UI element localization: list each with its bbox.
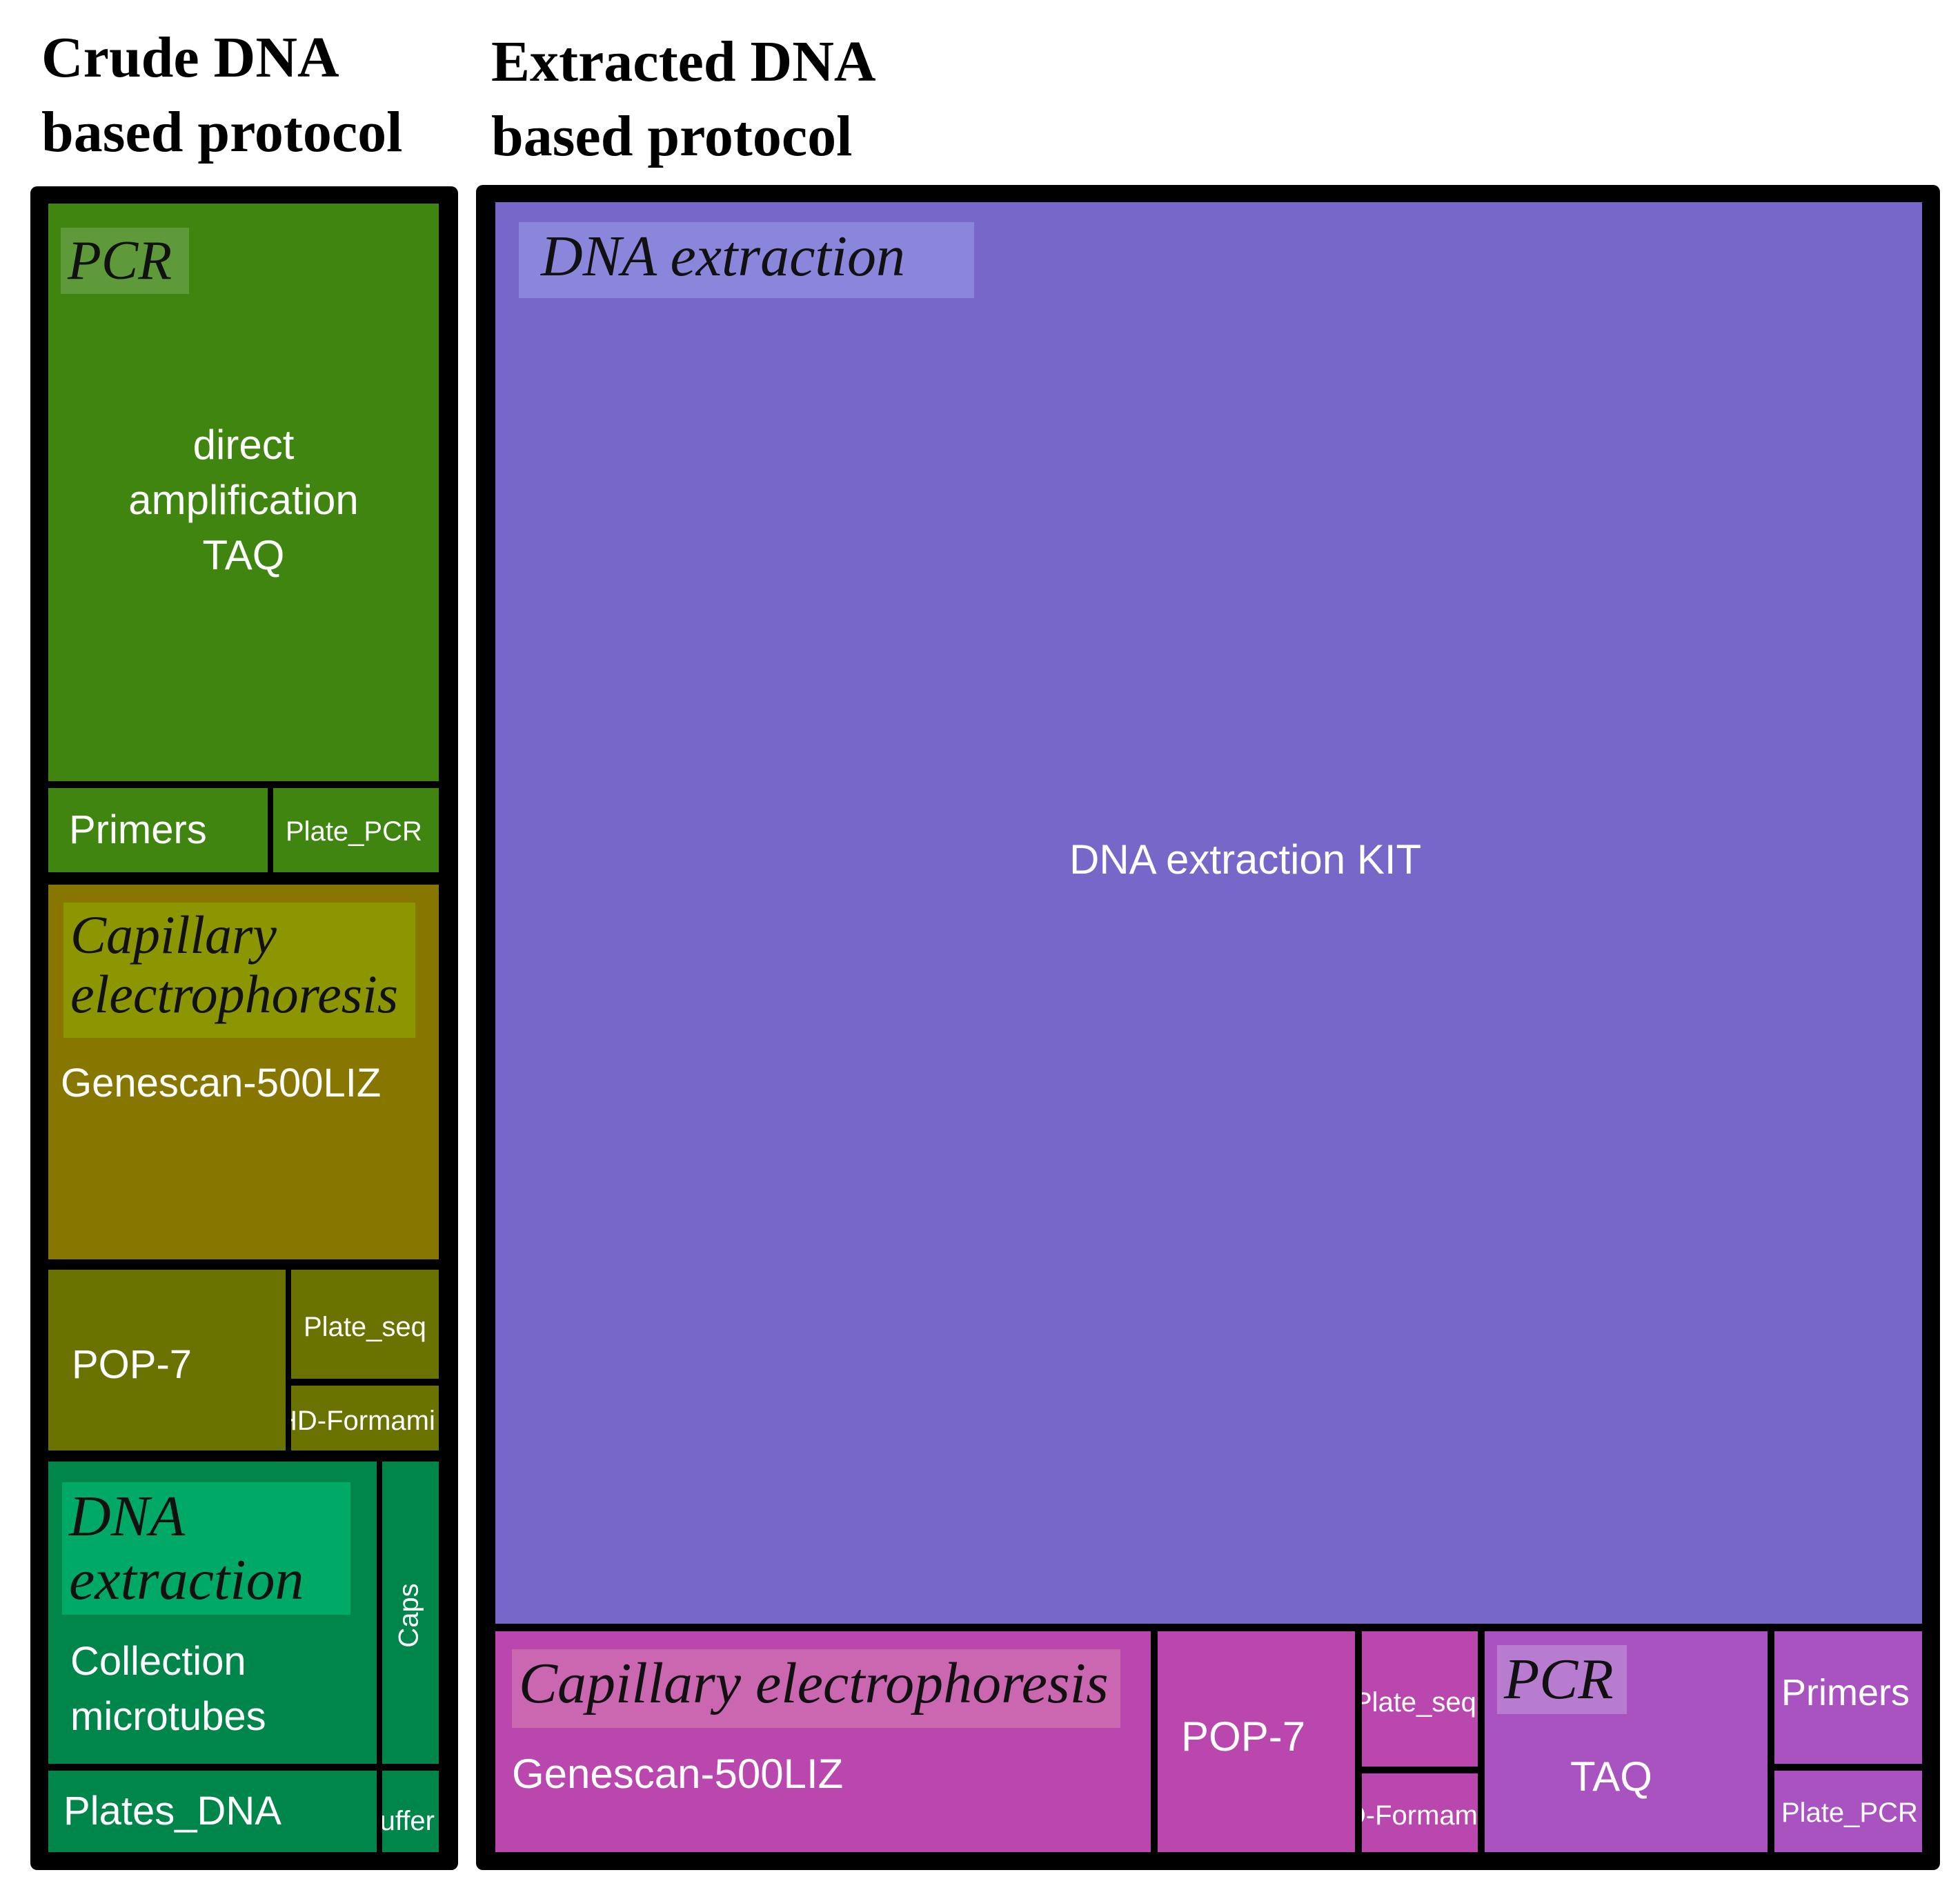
group-tag: Capillary electrophoresis <box>512 1649 1120 1728</box>
group-tag: PCR <box>1497 1645 1627 1714</box>
treemap-cell-label: HD-Formami <box>291 1406 435 1436</box>
treemap-cell-label: Collection microtubes <box>70 1639 266 1739</box>
treemap-cell-label: direct amplification TAQ <box>128 422 359 578</box>
treemap-cell-label: Primers <box>69 807 207 852</box>
treemap-cell: Plate_seq <box>291 1270 439 1379</box>
treemap-cell: Caps <box>382 1462 439 1764</box>
treemap-cell: HD-Formam ide <box>1362 1773 1478 1852</box>
treemap-cell: Plate_PCR <box>273 788 439 872</box>
group-tag: PCR <box>61 228 189 294</box>
treemap-cell: Plates_DNA <box>48 1771 377 1852</box>
treemap-cell: Plate_seq <box>1362 1631 1478 1767</box>
treemap-cell-label: Genescan-500LIZ <box>61 1061 382 1105</box>
extracted-protocol-title: Extracted DNA based protocol <box>491 30 876 168</box>
treemap-cell-label: Caps <box>393 1583 424 1648</box>
treemap-cell: direct amplification TAQ <box>48 204 439 781</box>
treemap-cell-label: Genescan-500LIZ <box>512 1751 844 1797</box>
treemap-cell-label: POP-7 <box>1181 1713 1306 1760</box>
group-tag: DNA extraction <box>519 222 974 298</box>
treemap-cell: Primers <box>48 788 268 872</box>
group-tag: DNA extraction <box>62 1482 350 1615</box>
treemap-cell-label: Plate_seq <box>1362 1687 1476 1718</box>
treemap-cell-label: Primers <box>1781 1672 1910 1713</box>
treemap-cell-label: Plates_DNA <box>63 1789 281 1833</box>
treemap-cell-label: HD-Formam ide <box>1362 1800 1478 1831</box>
treemap-cell-label: Plate_PCR <box>1781 1798 1918 1828</box>
treemap-cell: DNA extraction KIT <box>495 202 1922 1624</box>
treemap-cell-label: Plate_PCR <box>286 816 422 847</box>
treemap-cell: POP-7 <box>48 1270 286 1451</box>
group-tag: Capillary electrophoresis <box>63 903 415 1038</box>
treemap-cell: HD-Formami <box>291 1386 439 1451</box>
crude-protocol-title: Crude DNA based protocol <box>41 26 403 164</box>
treemap-cell: Primers <box>1774 1631 1922 1764</box>
treemap-cell: POP-7 <box>1158 1631 1355 1852</box>
treemap-cell-label: Buffer <box>382 1806 435 1836</box>
treemap-cell-label: POP-7 <box>72 1342 192 1387</box>
treemap-cell: Plate_PCR <box>1774 1771 1922 1852</box>
treemap-cell: Buffer <box>382 1771 439 1852</box>
treemap-cell-label: Plate_seq <box>304 1312 426 1342</box>
treemap-cell-label: DNA extraction KIT <box>1069 836 1422 883</box>
treemap-cell-label: TAQ <box>1570 1753 1652 1800</box>
